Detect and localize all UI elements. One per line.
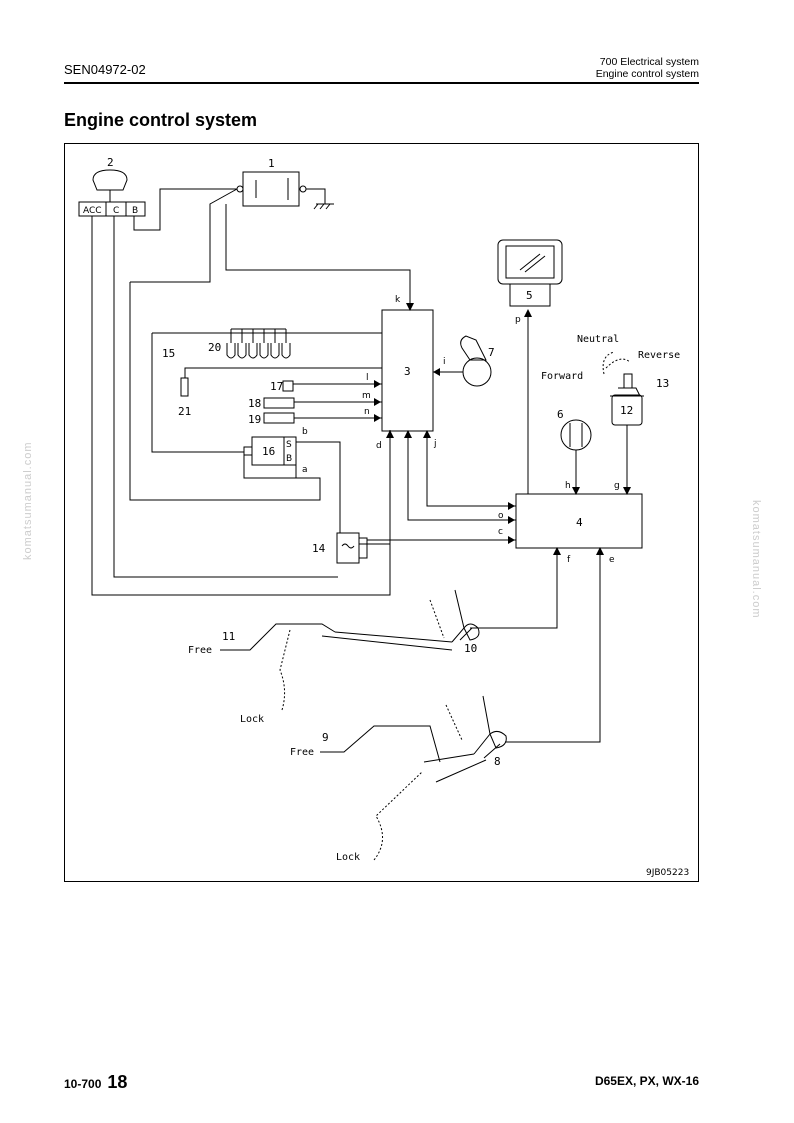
conn-d: d [376, 441, 382, 451]
conn-i: i [443, 357, 446, 367]
label-19: 19 [248, 413, 261, 426]
conn-b: b [302, 427, 308, 437]
key-terminal-b: B [132, 206, 138, 216]
label-reverse: Reverse [638, 350, 680, 361]
conn-h: h [565, 481, 571, 491]
label-1: 1 [268, 157, 275, 170]
label-16: 16 [262, 445, 275, 458]
label-11: 11 [222, 630, 235, 643]
label-7: 7 [488, 346, 495, 359]
conn-a: a [302, 465, 308, 475]
conn-f: f [567, 555, 571, 565]
label-6: 6 [557, 408, 564, 421]
label-18: 18 [248, 397, 261, 410]
label-13: 13 [656, 377, 669, 390]
label-forward: Forward [541, 371, 583, 382]
diagram-frame [64, 143, 699, 882]
page-title: Engine control system [64, 110, 258, 130]
label-15: 15 [162, 347, 175, 360]
page-number: 10-700 18 [64, 1072, 127, 1093]
header-rule [64, 82, 699, 84]
label-2: 2 [107, 156, 114, 169]
key-terminal-acc: ACC [83, 206, 102, 216]
conn-g: g [614, 481, 620, 491]
label-5: 5 [526, 289, 533, 302]
label-21: 21 [178, 405, 191, 418]
conn-l: l [366, 373, 369, 383]
page-number-value: 18 [107, 1072, 128, 1092]
conn-m: m [362, 391, 371, 401]
figure-id: 9JB05223 [646, 868, 689, 878]
key-terminal-c: C [113, 206, 119, 216]
model-list: D65EX, PX, WX-16 [594, 1074, 699, 1088]
conn-n: n [364, 407, 370, 417]
label-8: 8 [494, 755, 501, 768]
label-lock-upper: Lock [240, 714, 264, 725]
relay-terminal-b: B [286, 454, 292, 464]
label-neutral: Neutral [577, 334, 619, 345]
doc-code: SEN04972-02 [64, 62, 146, 77]
label-free-upper: Free [188, 645, 212, 656]
label-10: 10 [464, 642, 477, 655]
label-17: 17 [270, 380, 283, 393]
label-14: 14 [312, 542, 326, 555]
label-3: 3 [404, 365, 411, 378]
subsection-name: Engine control system [595, 68, 699, 80]
label-lock-lower: Lock [336, 852, 360, 863]
label-free-lower: Free [290, 747, 314, 758]
label-12: 12 [620, 404, 633, 417]
conn-e: e [609, 555, 615, 565]
section-name: 700 Electrical system [599, 56, 699, 68]
relay-terminal-s: S [286, 440, 292, 450]
conn-k: k [395, 295, 401, 305]
conn-c: c [498, 527, 503, 537]
conn-o: o [498, 511, 504, 521]
conn-p: p [515, 315, 521, 325]
conn-j: j [433, 439, 437, 449]
label-4: 4 [576, 516, 583, 529]
page-prefix: 10-700 [64, 1077, 102, 1091]
label-20: 20 [208, 341, 221, 354]
label-9: 9 [322, 731, 329, 744]
section-heading: 700 Electrical system Engine control sys… [596, 56, 699, 80]
